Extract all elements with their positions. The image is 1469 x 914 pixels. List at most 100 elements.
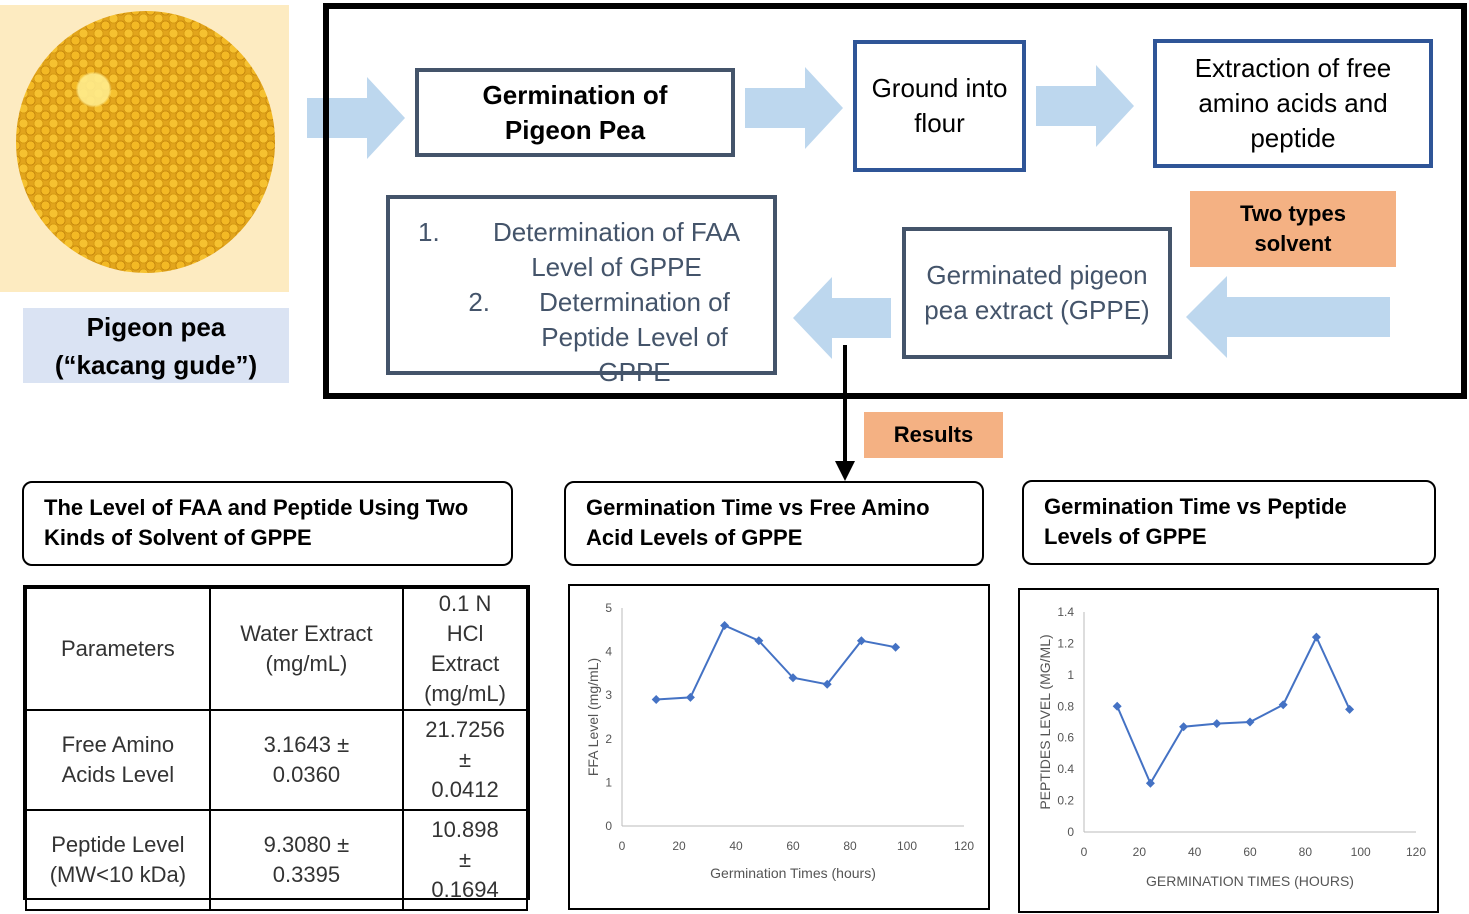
determination-item-2: 2. Determination of Peptide Level of GPP… [404, 285, 759, 390]
arrow-right-2 [745, 67, 845, 149]
y-tick-label: 1 [605, 775, 612, 789]
x-tick-label: 80 [1299, 845, 1313, 859]
table-cell: Peptide Level (MW<10 kDa) [25, 809, 211, 911]
table-cell: 3.1643 ± 0.0360 [208, 709, 405, 811]
determination-box: 1. Determination of FAA Level of GPPE 2.… [386, 195, 777, 387]
y-tick-label: 4 [605, 645, 612, 659]
y-tick-label: 1.4 [1057, 605, 1074, 619]
table-header-cell: 0.1 N HCl Extract (mg/mL) [402, 587, 528, 711]
data-point [1345, 704, 1355, 714]
data-point [754, 636, 764, 646]
x-tick-label: 0 [619, 839, 626, 853]
arrow-left-1 [1184, 276, 1392, 358]
data-point [685, 692, 695, 702]
arrow-right-1 [307, 77, 407, 159]
solvent-tag-label: Two types solvent [1240, 201, 1346, 256]
peptide-chart-heading-text: Germination Time vs Peptide Levels of GP… [1044, 494, 1347, 549]
arrow-down-results [833, 345, 857, 483]
table-cell: 21.7256 ± 0.0412 [402, 709, 528, 811]
x-axis-label: Germination Times (hours) [710, 865, 876, 881]
y-tick-label: 0.2 [1057, 794, 1074, 808]
series-line [1116, 634, 1351, 786]
germination-box: Germination of Pigeon Pea [415, 68, 735, 157]
arrow-left-2 [791, 277, 893, 359]
table-row: Peptide Level (MW<10 kDa) 9.3080 ± 0.339… [25, 809, 528, 911]
process-frame [323, 3, 1467, 399]
results-table: Parameters Water Extract (mg/mL) 0.1 N H… [25, 587, 528, 911]
ground-box: Ground into flour [853, 40, 1026, 172]
table-cell: 10.898 ± 0.1694 [402, 809, 528, 911]
data-point [856, 636, 866, 646]
germination-label: Germination of Pigeon Pea [482, 79, 668, 145]
data-point [1278, 700, 1288, 710]
table-heading-text: The Level of FAA and Peptide Using Two K… [44, 495, 469, 550]
x-tick-label: 40 [729, 839, 743, 853]
data-point [1212, 719, 1222, 729]
y-tick-label: 1 [1067, 668, 1074, 682]
data-point [788, 673, 798, 683]
data-point [720, 620, 730, 630]
y-tick-label: 0 [1067, 825, 1074, 839]
x-tick-label: 80 [843, 839, 857, 853]
y-tick-label: 0 [605, 819, 612, 833]
y-tick-label: 0.8 [1057, 699, 1074, 713]
y-tick-label: 0.6 [1057, 731, 1074, 745]
data-point [1179, 722, 1189, 732]
table-cell: Free Amino Acids Level [25, 709, 211, 811]
pigeon-pea-caption-line2: (“kacang gude”) [54, 349, 258, 380]
data-point [1245, 717, 1255, 727]
determination-text-2: Determination of Peptide Level of GPPE [539, 287, 730, 387]
peptide-chart-heading: Germination Time vs Peptide Levels of GP… [1022, 480, 1436, 565]
y-axis-label: FFA Level (mg/mL) [585, 658, 601, 776]
x-tick-label: 60 [786, 839, 800, 853]
x-tick-label: 120 [1406, 845, 1426, 859]
gppe-box: Germinated pigeon pea extract (GPPE) [902, 227, 1172, 359]
x-tick-label: 20 [672, 839, 686, 853]
data-point [1112, 701, 1122, 711]
ffa-chart-heading: Germination Time vs Free Amino Acid Leve… [564, 481, 984, 566]
determination-number-1: 1. [418, 217, 440, 247]
y-tick-label: 3 [605, 688, 612, 702]
pigeon-pea-caption: Pigeon pea (“kacang gude”) [23, 308, 289, 383]
determination-item-1: 1. Determination of FAA Level of GPPE [404, 215, 759, 285]
x-tick-label: 120 [954, 839, 974, 853]
gppe-label: Germinated pigeon pea extract (GPPE) [924, 260, 1150, 325]
extraction-label: Extraction of free amino acids and pepti… [1194, 53, 1392, 153]
data-point [1311, 632, 1321, 642]
pigeon-pea-photo [16, 11, 275, 273]
data-point [822, 679, 832, 689]
arrow-right-3 [1036, 65, 1136, 147]
y-tick-label: 1.2 [1057, 636, 1074, 650]
x-tick-label: 100 [1351, 845, 1371, 859]
ground-label: Ground into flour [871, 73, 1008, 138]
x-axis-label: GERMINATION TIMES (HOURS) [1146, 873, 1354, 889]
series-line [656, 624, 896, 701]
data-point [891, 642, 901, 652]
table-row: Free Amino Acids Level 3.1643 ± 0.0360 2… [25, 709, 528, 811]
y-axis-label: PEPTIDES LEVEL (MG/ML) [1037, 634, 1053, 809]
y-tick-label: 5 [605, 601, 612, 615]
results-tag-label: Results [893, 422, 974, 447]
data-point [651, 695, 661, 705]
table-header-row: Parameters Water Extract (mg/mL) 0.1 N H… [25, 587, 528, 711]
y-tick-label: 2 [605, 732, 612, 746]
determination-text-1: Determination of FAA Level of GPPE [492, 217, 741, 282]
x-tick-label: 40 [1188, 845, 1202, 859]
x-tick-label: 100 [897, 839, 917, 853]
data-point [1145, 778, 1155, 788]
solvent-tag: Two types solvent [1190, 191, 1396, 267]
results-table-frame: Parameters Water Extract (mg/mL) 0.1 N H… [23, 585, 530, 911]
table-heading: The Level of FAA and Peptide Using Two K… [22, 481, 513, 566]
ffa-chart-heading-text: Germination Time vs Free Amino Acid Leve… [586, 495, 930, 550]
x-tick-label: 20 [1133, 845, 1147, 859]
table-header-cell: Water Extract (mg/mL) [208, 587, 405, 711]
results-tag: Results [864, 412, 1003, 458]
table-header-cell: Parameters [25, 587, 211, 711]
table-cell: 9.3080 ± 0.3395 [208, 809, 405, 911]
pigeon-pea-caption-line1: Pigeon pea [86, 311, 226, 342]
x-tick-label: 60 [1243, 845, 1257, 859]
